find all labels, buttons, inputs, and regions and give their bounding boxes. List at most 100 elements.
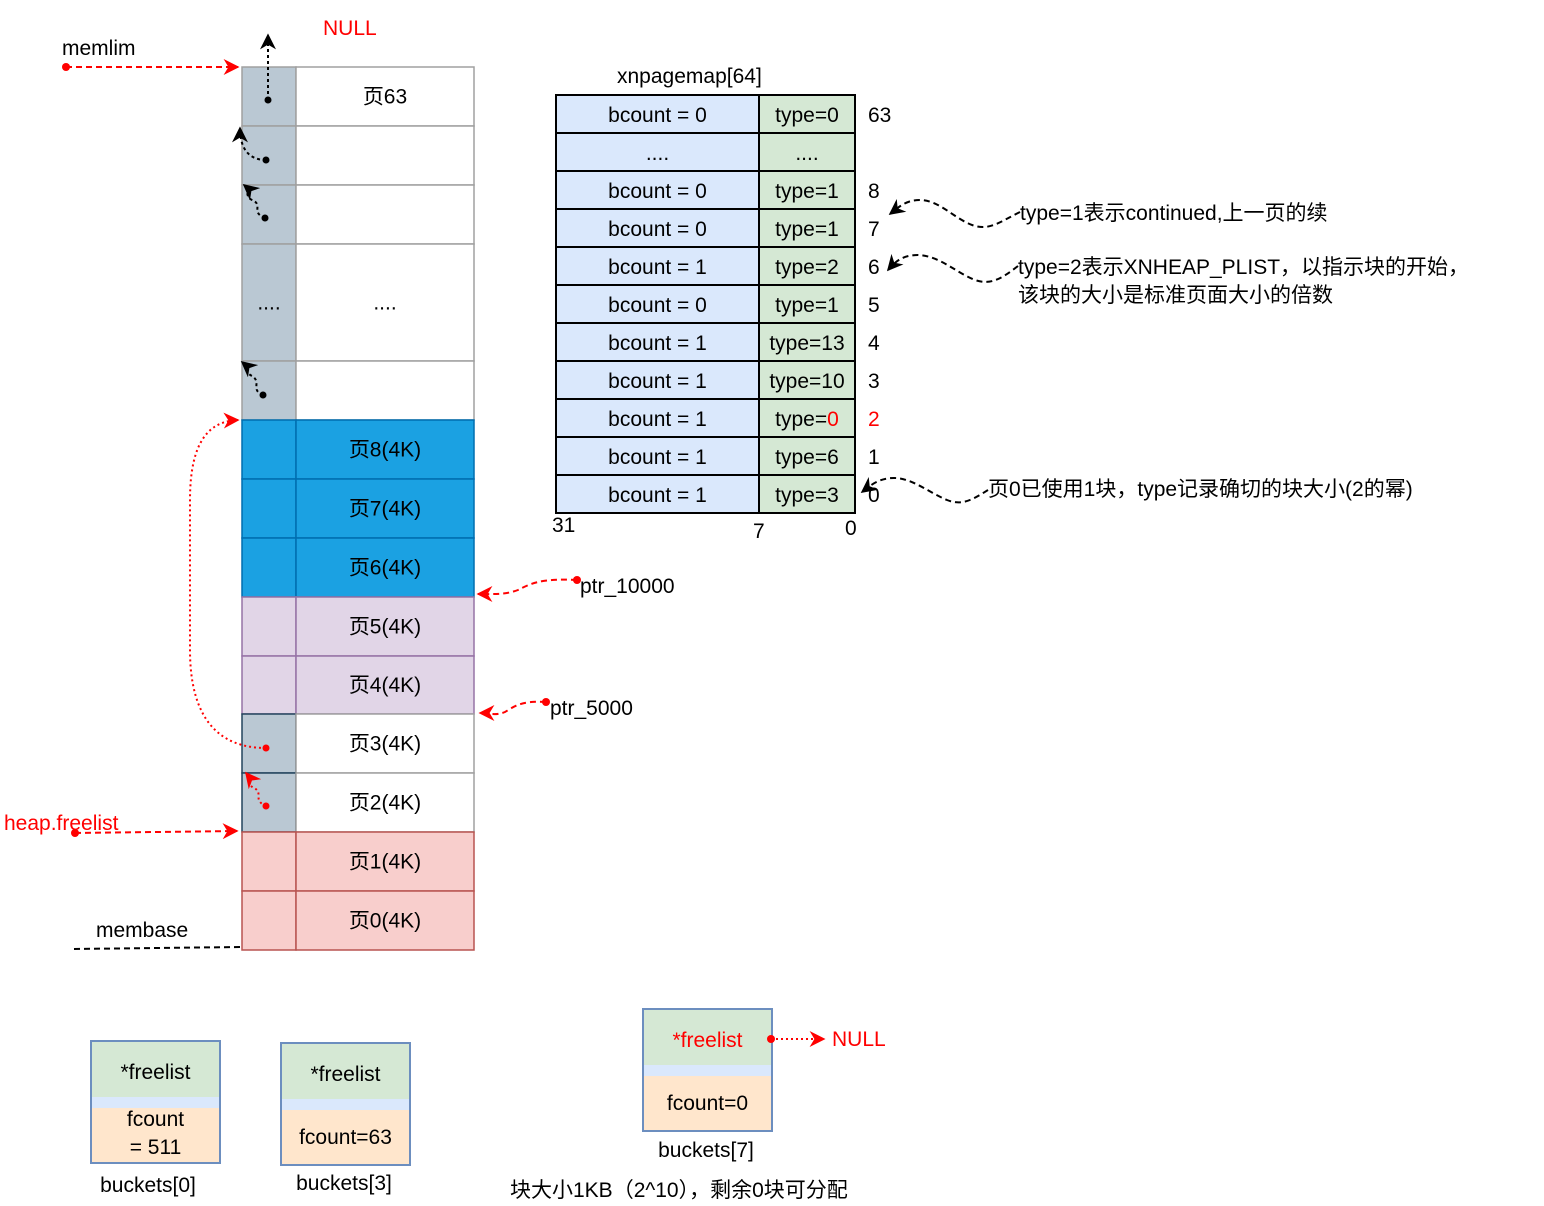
pagemap-type-cell — [758, 398, 856, 438]
free-chain-arrows — [232, 126, 267, 396]
page-label: 页0(4K) — [349, 910, 421, 933]
page-body-cell — [295, 831, 475, 892]
page-body-cell — [295, 184, 475, 245]
bucket-fcount-text: fcount=0 — [667, 1092, 748, 1115]
pagemap-row: bcount = 1 type=10 3 — [555, 360, 880, 400]
page-label: 页4(4K) — [349, 674, 421, 697]
pagemap-row: ........ — [555, 132, 856, 172]
bucket-null-label: NULL — [832, 1028, 886, 1051]
pagemap-type-text: type=13 — [769, 332, 844, 355]
pagemap-type-text: type=0 — [775, 408, 839, 431]
pagemap-type-cell — [758, 474, 856, 514]
pagemap-index: 0 — [868, 484, 880, 507]
note-type1: type=1表示continued,上一页的续 — [1020, 202, 1328, 225]
bucket-fcount-text: fcount=63 — [299, 1126, 392, 1149]
null-top-label: NULL — [323, 17, 377, 40]
page-header-cell — [241, 772, 297, 833]
bit-31-label: 31 — [552, 514, 575, 537]
page-label: 页7(4K) — [349, 498, 421, 521]
page-label: 页5(4K) — [349, 616, 421, 639]
page-header-cell — [241, 890, 297, 951]
page-row: 页2(4K) — [241, 772, 475, 833]
page-row: ........ — [241, 243, 475, 362]
pagemap-bcount-cell — [555, 94, 760, 134]
note-arrows — [860, 198, 1021, 504]
page-header-cell — [241, 831, 297, 892]
pagemap-type-cell — [758, 246, 856, 286]
page-header-cell — [241, 66, 297, 127]
pagemap-bcount-cell — [555, 170, 760, 210]
pagemap-index: 7 — [868, 218, 880, 241]
memlim-label: memlim — [62, 37, 136, 60]
memlim-arrow — [62, 59, 240, 75]
pagemap-index: 3 — [868, 370, 880, 393]
page-row — [241, 360, 475, 421]
page-row — [241, 184, 475, 245]
page63-null-arrow — [260, 33, 276, 104]
page-header-cell — [241, 243, 297, 362]
page-header-cell — [241, 713, 297, 774]
page-label: .... — [373, 292, 396, 315]
pagemap-type-text: type=2 — [775, 256, 839, 279]
page-body-cell — [295, 890, 475, 951]
pagemap-type-text: type=10 — [769, 370, 844, 393]
bucket-freelist-text: *freelist — [120, 1061, 190, 1084]
page-column: 页63........ 页8(4K) 页7(4K) 页6(4K) 页5(4K) 页4(4K… — [241, 66, 475, 951]
page-row: 页7(4K) — [241, 478, 475, 539]
note-type2-line1: type=2表示XNHEAP_PLIST，以指示块的开始， — [1018, 256, 1469, 279]
note-type2-line2: 该块的大小是标准页面大小的倍数 — [1018, 284, 1333, 307]
membase-line — [73, 946, 241, 950]
page-body-cell — [295, 243, 475, 362]
page-body-cell — [295, 125, 475, 186]
pagemap-index: 1 — [868, 446, 880, 469]
page-header-cell — [241, 125, 297, 186]
page-body-cell — [295, 772, 475, 833]
pagemap-index: 2 — [868, 408, 880, 431]
page-header-cell — [241, 360, 297, 421]
page-label: 页8(4K) — [349, 439, 421, 462]
pagemap-index: 63 — [868, 104, 891, 127]
page-row — [241, 125, 475, 186]
bucket-freelist-text: *freelist — [672, 1029, 742, 1052]
pagemap-index: 4 — [868, 332, 880, 355]
page-label: 页3(4K) — [349, 733, 421, 756]
page-row: 页0(4K) — [241, 890, 475, 951]
page-label: 页63 — [363, 86, 407, 109]
bucket-freelist-text: *freelist — [310, 1063, 380, 1086]
page-body-cell — [295, 478, 475, 539]
page-label: 页1(4K) — [349, 851, 421, 874]
pagemap-bcount-text: bcount = 0 — [608, 104, 707, 127]
pagemap-index: 5 — [868, 294, 880, 317]
pagemap-bcount-cell — [555, 398, 760, 438]
red-chain-dots — [262, 744, 270, 810]
pagemap-type-text: type=1 — [775, 218, 839, 241]
pagemap-bcount-cell — [555, 474, 760, 514]
pagemap-bcount-cell — [555, 208, 760, 248]
page-label: 页6(4K) — [349, 557, 421, 580]
free-chain-dots — [259, 156, 270, 399]
page-header-cell — [241, 596, 297, 657]
pagemap-bcount-text: bcount = 1 — [608, 446, 707, 469]
note-page0: 页0已使用1块，type记录确切的块大小(2的幂) — [988, 478, 1413, 501]
page-body-cell — [295, 66, 475, 127]
bit-7-label: 7 — [753, 520, 765, 543]
page-row: 页8(4K) — [241, 419, 475, 480]
bucket-freelist-cell — [644, 1010, 771, 1065]
page-body-cell — [295, 360, 475, 421]
page-header-cell — [241, 419, 297, 480]
page-sidebar-label: .... — [257, 292, 280, 315]
pagemap-title: xnpagemap[64] — [617, 65, 762, 88]
pagemap-index: 8 — [868, 180, 880, 203]
pagemap-bcount-text: bcount = 1 — [608, 484, 707, 507]
page-body-cell — [295, 713, 475, 774]
pagemap-bcount-text: bcount = 1 — [608, 370, 707, 393]
